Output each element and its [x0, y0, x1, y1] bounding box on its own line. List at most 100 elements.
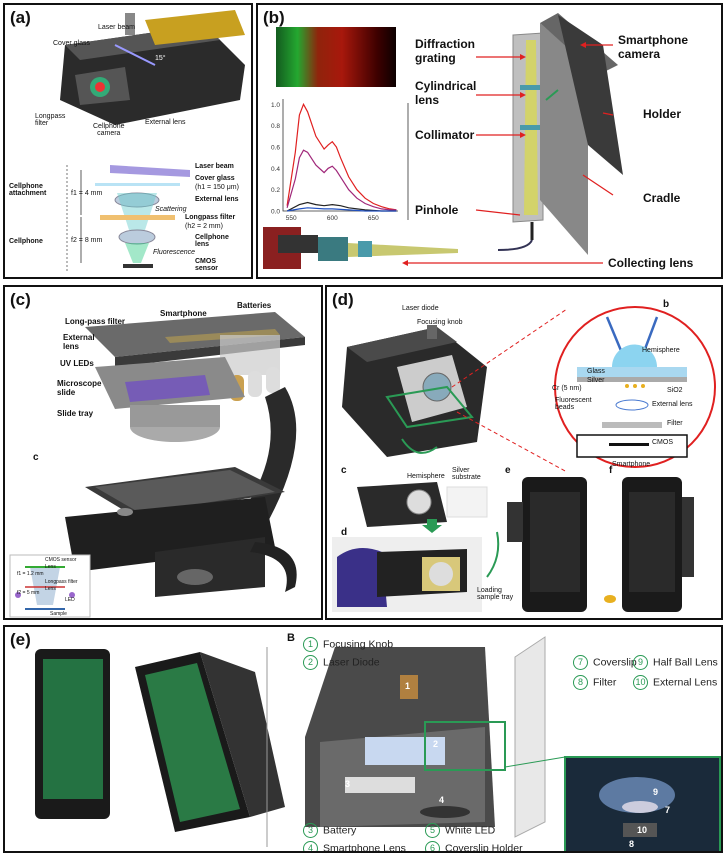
a-cellphone-attachment-label: Cellphone attachment — [9, 183, 47, 197]
c-external-lens-label: External lens — [63, 333, 95, 351]
legend-label: Focusing Knob — [323, 638, 394, 651]
chart-ytick-label: 0.2 — [271, 187, 280, 194]
d-external-lens-label: External lens — [652, 401, 693, 408]
legend-number: 5 — [425, 823, 440, 838]
legend-item: 5 White LED — [425, 823, 495, 838]
panel-b-tag: (b) — [263, 8, 285, 27]
chart-ytick-label: 0.4 — [271, 166, 280, 173]
chart-xtick-label: 650 — [368, 215, 379, 222]
c-inset-cmos: CMOS sensor — [45, 557, 77, 563]
legend-item: 1 Focusing Knob — [303, 637, 393, 652]
a-bottom-external-label: External lens — [195, 196, 239, 203]
d-filter-label: Filter — [667, 420, 683, 427]
panel-a-illustration — [60, 10, 245, 273]
legend-number: 10 — [633, 675, 648, 690]
legend-item: 9 Half Ball Lens — [633, 655, 718, 670]
d-cr-label: Cr (5 nm) — [552, 385, 582, 392]
panel-d-illustration — [332, 306, 716, 612]
legend-item: 10 External Lens — [633, 675, 717, 690]
device-callout-number: 9 — [653, 787, 659, 797]
d-sub-c-label: c — [341, 465, 347, 476]
a-cellphone-label: Cellphone — [9, 238, 43, 245]
d-sio2-label: SiO2 — [667, 387, 683, 394]
d-hemisphere2-label: Hemisphere — [407, 473, 445, 480]
panel-e-illustration — [35, 636, 721, 851]
a-bottom-cover-h-label: (h1 = 150 μm) — [195, 184, 239, 191]
d-focusing-knob-label: Focusing knob — [417, 319, 463, 326]
c-sub-c-label: c — [33, 452, 39, 463]
a-cmos-label: CMOS sensor — [195, 258, 218, 272]
a-laser-beam-label: Laser beam — [98, 24, 135, 31]
d-laser-diode-label: Laser diode — [402, 305, 439, 312]
legend-label: External Lens — [653, 676, 718, 689]
legend-label: Coverslip — [593, 656, 637, 669]
c-smartphone-label: Smartphone — [160, 309, 207, 318]
d-smartphone-label: Smartphone — [612, 461, 651, 468]
chart-ytick-label: 1.0 — [271, 102, 280, 109]
e-sub-b-label: B — [287, 632, 295, 644]
a-angle-label: 15° — [155, 55, 166, 62]
c-uv-leds-label: UV LEDs — [60, 359, 94, 368]
c-longpass-label: Long-pass filter — [65, 317, 126, 326]
legend-item: 6 Coverslip Holder — [425, 841, 523, 853]
legend-item: 8 Filter — [573, 675, 616, 690]
d-beads-label: Fluorescent beads — [555, 397, 592, 411]
chart-series-line-2 — [286, 201, 397, 212]
d-sub-f-label: f — [609, 465, 613, 476]
chart-xtick-label: 550 — [286, 215, 297, 222]
legend-label: White LED — [445, 824, 496, 837]
a-f1-label: f1 = 4 mm — [71, 190, 103, 197]
d-loading-label: Loading sample tray — [477, 587, 514, 601]
legend-label: Half Ball Lens — [653, 656, 718, 669]
d-cmos-label: CMOS — [652, 439, 673, 446]
d-silver-label: Silver — [587, 377, 605, 384]
d-hemisphere-label: Hemisphere — [642, 347, 680, 354]
panel-e-tag: (e) — [10, 630, 31, 649]
legend-number: 8 — [573, 675, 588, 690]
a-cover-glass-label: Cover glass — [53, 40, 90, 47]
a-f2-label: f2 = 8 mm — [71, 237, 103, 244]
device-callout-number: 8 — [629, 839, 635, 849]
c-inset-sample: Sample — [50, 611, 67, 617]
legend-number: 2 — [303, 655, 318, 670]
b-diffraction-label: Diffraction grating — [415, 37, 475, 65]
panel-a-tag: (a) — [10, 8, 31, 27]
legend-number: 6 — [425, 841, 440, 851]
panel-c-tag: (c) — [10, 290, 31, 309]
device-callout-number: 2 — [433, 739, 439, 749]
panel-d-tag: (d) — [332, 290, 354, 309]
legend-label: Coverslip Holder — [445, 842, 523, 853]
b-pinhole-label: Pinhole — [415, 203, 459, 217]
c-slide-tray-label: Slide tray — [57, 409, 94, 418]
b-smartphone-camera-label: Smartphone camera — [618, 33, 689, 61]
b-collecting-label: Collecting lens — [608, 256, 694, 270]
d-glass-label: Glass — [587, 368, 605, 375]
b-cradle-label: Cradle — [643, 191, 681, 205]
a-bottom-cover-label: Cover glass — [195, 175, 235, 182]
legend-label: Filter — [593, 676, 617, 689]
device-callout-number: 3 — [345, 779, 351, 789]
panel-b-illustration — [263, 13, 623, 269]
legend-number: 9 — [633, 655, 648, 670]
a-bottom-laser-label: Laser beam — [195, 163, 234, 170]
c-batteries-label: Batteries — [237, 301, 272, 310]
a-fluorescence-label: Fluorescence — [153, 249, 196, 256]
a-scattering-label: Scattering — [155, 206, 187, 213]
d-silver-substrate-label: Silver substrate — [452, 467, 481, 481]
device-callout-number: 10 — [637, 825, 648, 835]
chart-ytick-label: 0.0 — [271, 209, 280, 216]
c-inset-led: LED — [65, 597, 75, 603]
a-bottom-cellphone-lens-label: Cellphone lens — [195, 234, 229, 248]
panel-c: (c) Smartphone Batteries Long-pass filte… — [3, 285, 323, 620]
d-sub-b-label: b — [663, 299, 670, 310]
legend-number: 1 — [303, 637, 318, 652]
panel-d: (d) — [325, 285, 723, 620]
chart-ytick-label: 0.8 — [271, 123, 280, 130]
c-inset-filter: Longpass filter — [45, 579, 78, 585]
chart-series-line-3 — [286, 207, 397, 212]
